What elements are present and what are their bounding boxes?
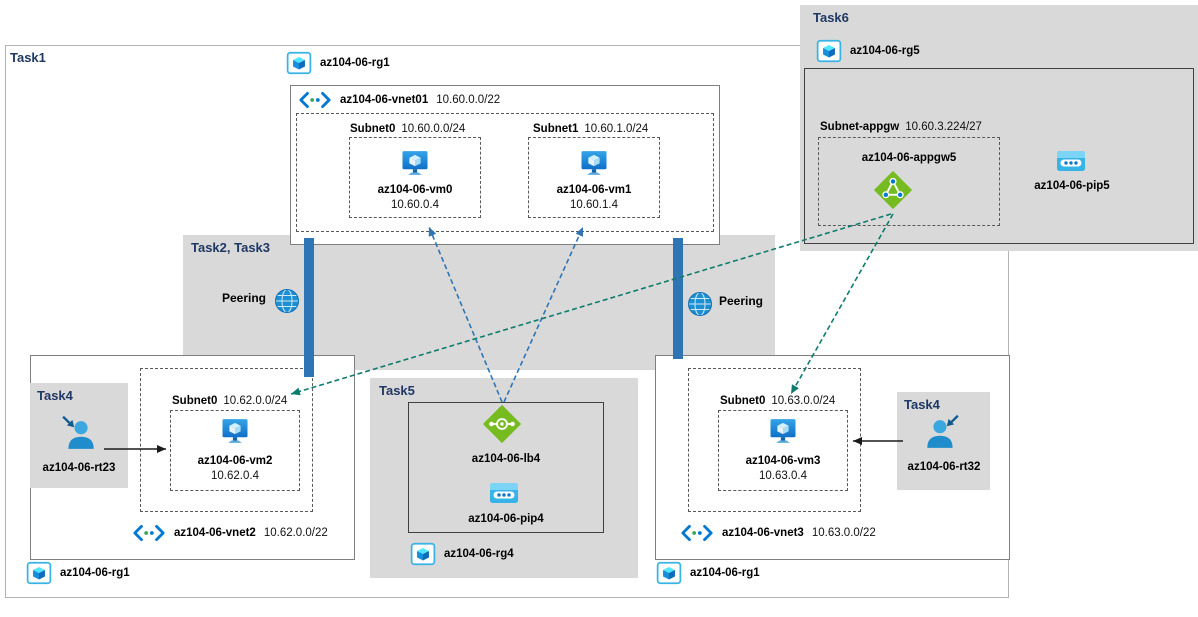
vnet2-name: az104-06-vnet2 (174, 527, 256, 539)
vm-icon (579, 148, 609, 178)
app-gateway-icon (872, 169, 914, 211)
rg5-group: az104-06-rg5 (816, 38, 920, 64)
task5-label: Task5 (379, 383, 415, 398)
load-balancer-icon (481, 403, 523, 445)
subnet-appgw-box (818, 137, 1000, 226)
vm0-ip: 10.60.0.4 (391, 199, 439, 211)
vnet2-subnet-outer-box (140, 368, 313, 512)
peering-globe-icon (687, 291, 713, 317)
rg1-right-group: az104-06-rg1 (656, 560, 760, 586)
rg4-group: az104-06-rg4 (410, 541, 514, 567)
peering-bar-left (304, 238, 314, 377)
vnet01-cidr: 10.60.0.0/22 (436, 94, 501, 106)
peering-bar-right (673, 238, 683, 359)
peering-globe-icon (274, 288, 300, 314)
rg1-top-label: az104-06-rg1 (320, 57, 390, 69)
vnet3-name: az104-06-vnet3 (722, 527, 804, 539)
vm2-ip: 10.62.0.4 (211, 470, 259, 482)
subnet0-cidr: 10.60.0.0/24 (401, 123, 466, 135)
vm3-name: az104-06-vm3 (745, 455, 821, 467)
rt32-label: az104-06-rt32 (907, 461, 981, 473)
vm2-name: az104-06-vm2 (197, 455, 273, 467)
subnet-appgw-cidr: 10.60.3.224/27 (905, 121, 982, 133)
vnet2-cidr: 10.62.0.0/22 (263, 527, 328, 539)
task6-inner-box (804, 68, 1194, 244)
resource-group-icon (26, 560, 52, 586)
route-table-icon (922, 413, 960, 451)
task6-label: Task6 (813, 10, 849, 25)
vnet-icon (680, 523, 714, 543)
subnet1-label: Subnet1 10.60.1.0/24 (533, 123, 648, 135)
vnet3-subnet0-cidr: 10.63.0.0/24 (771, 395, 836, 407)
public-ip-icon (1056, 149, 1086, 173)
subnet-appgw-name: Subnet-appgw (820, 121, 900, 133)
vm3-ip: 10.63.0.4 (759, 470, 807, 482)
rg4-label: az104-06-rg4 (444, 548, 514, 560)
rg5-label: az104-06-rg5 (850, 45, 920, 57)
pip4-label: az104-06-pip4 (468, 513, 544, 525)
subnet1-name: Subnet1 (533, 123, 579, 135)
route-table-icon (61, 414, 99, 452)
rg1-right-label: az104-06-rg1 (690, 567, 760, 579)
vm1-name: az104-06-vm1 (556, 184, 632, 196)
rg1-left-group: az104-06-rg1 (26, 560, 130, 586)
vnet2-subnet0-label: Subnet0 10.62.0.0/24 (172, 395, 287, 407)
vnet-icon (132, 523, 166, 543)
resource-group-icon (410, 541, 436, 567)
vnet-icon (298, 90, 332, 110)
public-ip-icon (489, 481, 519, 505)
vm-icon (220, 416, 250, 446)
task5-inner-box (408, 402, 604, 533)
resource-group-icon (656, 560, 682, 586)
resource-group-icon (286, 50, 312, 76)
task4-right-label: Task4 (904, 397, 940, 412)
subnet1-cidr: 10.60.1.0/24 (584, 123, 649, 135)
rg1-top-group: az104-06-rg1 (286, 50, 390, 76)
rg1-left-label: az104-06-rg1 (60, 567, 130, 579)
rt23-label: az104-06-rt23 (42, 462, 116, 474)
peering-right-label: Peering (719, 294, 764, 308)
subnet0-label: Subnet0 10.60.0.0/24 (350, 123, 465, 135)
vnet2-subnet0-name: Subnet0 (172, 395, 218, 407)
vnet3-cidr: 10.63.0.0/22 (811, 527, 876, 539)
vnet3-subnet0-label: Subnet0 10.63.0.0/24 (720, 395, 835, 407)
vnet2-header: az104-06-vnet2 10.62.0.0/22 (132, 523, 328, 543)
vnet2-subnet0-cidr: 10.62.0.0/24 (223, 395, 288, 407)
subnet-appgw-label: Subnet-appgw 10.60.3.224/27 (820, 121, 982, 133)
vnet3-header: az104-06-vnet3 10.63.0.0/22 (680, 523, 876, 543)
vnet01-header: az104-06-vnet01 10.60.0.0/22 (298, 90, 500, 110)
lb4-label: az104-06-lb4 (471, 453, 541, 465)
vnet01-name: az104-06-vnet01 (340, 94, 429, 106)
pip5-label: az104-06-pip5 (1034, 180, 1110, 192)
vm0-name: az104-06-vm0 (377, 184, 453, 196)
vnet2-subnet0-box (170, 410, 300, 491)
task1-label: Task1 (10, 50, 46, 65)
vm-icon (400, 148, 430, 178)
task23-label: Task2, Task3 (191, 240, 271, 255)
subnet0-name: Subnet0 (350, 123, 396, 135)
task4-left-box (30, 383, 128, 488)
appgw5-label: az104-06-appgw5 (861, 152, 957, 164)
task4-left-label: Task4 (37, 388, 73, 403)
peering-left-label: Peering (222, 291, 267, 305)
vm1-ip: 10.60.1.4 (570, 199, 618, 211)
vm-icon (768, 416, 798, 446)
task1-box (5, 45, 1009, 598)
vnet3-subnet0-name: Subnet0 (720, 395, 766, 407)
vnet3-subnet0-box (718, 410, 848, 491)
resource-group-icon (816, 38, 842, 64)
